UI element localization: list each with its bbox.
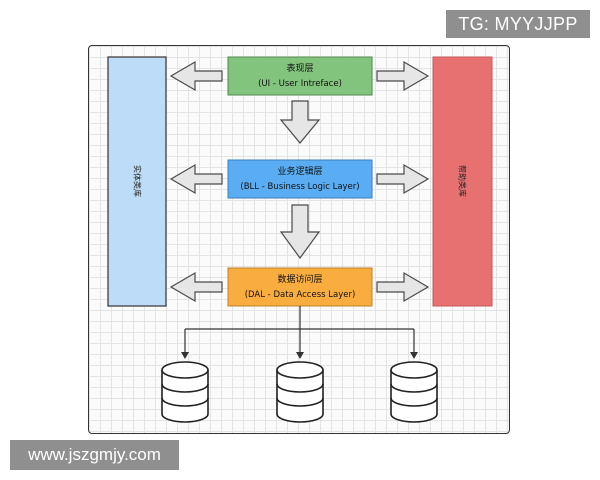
- down-arrow-ui-to-bll: [279, 100, 321, 144]
- left-arrow-bll: [169, 163, 223, 195]
- database-body: [161, 370, 209, 423]
- database-top: [276, 361, 324, 379]
- right-arrow-dal: [376, 271, 430, 303]
- watermark-top: TG: MYYJJPP: [446, 10, 590, 38]
- database-ring-1: [161, 383, 209, 393]
- database-ring-2: [390, 397, 438, 407]
- watermark-bottom: www.jszgmjy.com: [10, 440, 179, 470]
- arrowhead-db-center: [296, 352, 304, 359]
- database-icon: [390, 361, 438, 423]
- database-ring-2: [161, 397, 209, 407]
- database-icon: [276, 361, 324, 423]
- dal-layer-rect: [227, 267, 373, 307]
- dal-layer-subtitle: (DAL - Data Access Layer): [245, 290, 356, 300]
- arrowhead-db-right: [410, 352, 418, 359]
- database-top: [390, 361, 438, 379]
- right-arrow-ui: [376, 60, 430, 92]
- entity-library-bar: 实体类库: [107, 56, 167, 307]
- left-arrow-dal: [169, 271, 223, 303]
- ui-layer-subtitle: (UI - User Intreface): [258, 79, 342, 89]
- entity-library-rect: [107, 56, 167, 307]
- database-icon: [161, 361, 209, 423]
- left-arrow-ui: [169, 60, 223, 92]
- bll-layer-box: 业务逻辑层 (BLL - Business Logic Layer): [227, 159, 373, 199]
- connector-arrowheads: [181, 352, 418, 359]
- ui-layer-rect: [227, 56, 373, 96]
- arrowhead-db-left: [181, 352, 189, 359]
- helper-library-bar: 帮助类库: [432, 56, 493, 307]
- bll-layer-title: 业务逻辑层: [277, 165, 322, 177]
- right-arrow-bll: [376, 163, 430, 195]
- dal-layer-title: 数据访问层: [277, 273, 322, 285]
- entity-library-label: 实体类库: [133, 165, 143, 197]
- ui-layer-title: 表现层: [286, 62, 313, 74]
- database-ring-2: [276, 397, 324, 407]
- database-ring-1: [390, 383, 438, 393]
- db-connectors: [184, 306, 415, 354]
- database-top: [161, 361, 209, 379]
- bll-layer-subtitle: (BLL - Business Logic Layer): [240, 182, 359, 192]
- database-ring-1: [276, 383, 324, 393]
- bll-layer-rect: [227, 159, 373, 199]
- dal-layer-box: 数据访问层 (DAL - Data Access Layer): [227, 267, 373, 307]
- database-body: [390, 370, 438, 423]
- helper-library-rect: [432, 56, 493, 307]
- database-body: [276, 370, 324, 423]
- down-arrow-bll-to-dal: [279, 204, 321, 260]
- helper-library-label: 帮助类库: [458, 165, 468, 197]
- ui-layer-box: 表现层 (UI - User Intreface): [227, 56, 373, 96]
